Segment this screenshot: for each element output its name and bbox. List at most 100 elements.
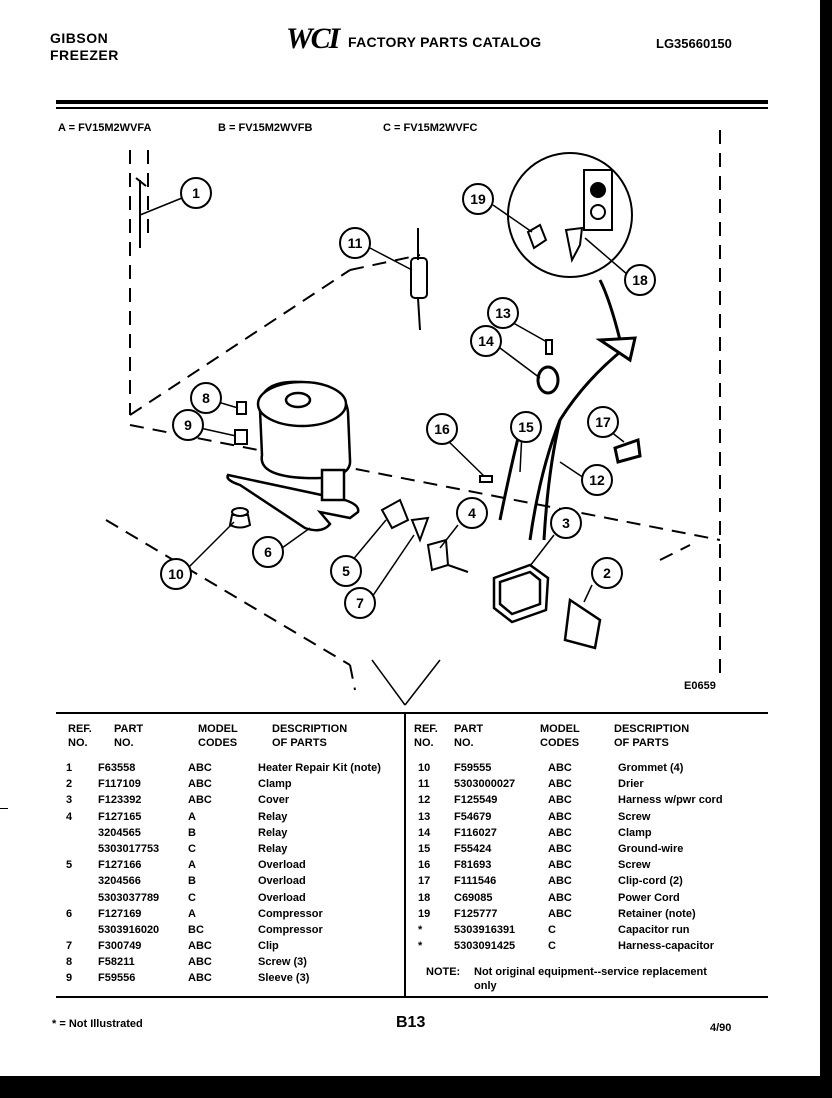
model-c: C = FV15M2WVFC xyxy=(383,122,478,134)
heater-part xyxy=(135,177,147,248)
power-cord-detail xyxy=(507,152,633,278)
callouts: 1 2 3 4 5 6 7 8 9 10 11 12 13 14 15 16 1… xyxy=(160,177,656,619)
callout-label: 2 xyxy=(603,565,611,581)
callout-7: 7 xyxy=(344,587,376,619)
cover-part xyxy=(492,563,550,624)
callout-label: 14 xyxy=(478,333,494,349)
harness-wires xyxy=(498,279,642,541)
callout-16: 16 xyxy=(426,413,458,445)
callout-17: 17 xyxy=(587,406,619,438)
callout-9: 9 xyxy=(172,409,204,441)
drier-part xyxy=(410,228,428,331)
not-illustrated-legend: * = Not Illustrated xyxy=(52,1018,143,1030)
clamp-part xyxy=(563,597,602,650)
callout-label: 8 xyxy=(202,390,210,406)
table-rule-bottom xyxy=(56,996,768,998)
callout-label: 10 xyxy=(168,566,184,582)
note-text-continued: only xyxy=(474,980,497,992)
catalog-code: LG35660150 xyxy=(656,36,732,51)
callout-label: 17 xyxy=(595,414,611,430)
callout-label: 18 xyxy=(632,272,648,288)
callout-5: 5 xyxy=(330,555,362,587)
callout-label: 3 xyxy=(562,515,570,531)
header-rule-thick xyxy=(56,100,768,104)
product-type: FREEZER xyxy=(50,47,119,63)
callout-13: 13 xyxy=(487,297,519,329)
note-text: Not original equipment--service replacem… xyxy=(474,966,707,978)
callout-label: 13 xyxy=(495,305,511,321)
wci-logo: WCI xyxy=(286,22,340,55)
callout-label: 5 xyxy=(342,563,350,579)
catalog-title: FACTORY PARTS CATALOG xyxy=(348,34,542,50)
callout-label: 1 xyxy=(192,185,200,201)
callout-6: 6 xyxy=(252,536,284,568)
callout-18: 18 xyxy=(624,264,656,296)
callout-1: 1 xyxy=(180,177,212,209)
callout-4: 4 xyxy=(456,497,488,529)
compressor-part xyxy=(226,380,360,532)
callout-15: 15 xyxy=(510,411,542,443)
callout-label: 11 xyxy=(348,235,363,251)
table-rule-top xyxy=(56,712,768,714)
relay-overload-parts xyxy=(380,498,469,573)
callout-label: 12 xyxy=(589,472,605,488)
header-ref-left: REF.NO. xyxy=(68,723,92,749)
callout-10: 10 xyxy=(160,558,192,590)
brand-block: GIBSON FREEZER xyxy=(50,30,119,64)
callout-19: 19 xyxy=(462,183,494,215)
callout-label: 19 xyxy=(470,191,486,207)
screw-parts xyxy=(479,339,553,483)
model-a: A = FV15M2WVFA xyxy=(58,122,152,134)
page-number: B13 xyxy=(396,1014,426,1031)
callout-2: 2 xyxy=(591,557,623,589)
header-rule-thin xyxy=(56,107,768,109)
header-ref-right: REF.NO. xyxy=(414,723,438,749)
callout-11: 11 xyxy=(339,227,371,259)
callout-label: 9 xyxy=(184,417,192,433)
revision-date: 4/90 xyxy=(710,1022,732,1034)
screw-sleeve-grommet-parts xyxy=(228,401,252,529)
scan-tick-mark xyxy=(0,808,8,809)
exploded-parts-diagram: 1 2 3 4 5 6 7 8 9 10 11 12 13 14 15 16 1… xyxy=(105,130,721,706)
callout-label: 16 xyxy=(434,421,450,437)
brand-name: GIBSON xyxy=(50,30,109,46)
page-border-bottom xyxy=(0,1076,832,1098)
model-b: B = FV15M2WVFB xyxy=(218,122,313,134)
leader-lines xyxy=(139,197,629,603)
callout-3: 3 xyxy=(550,507,582,539)
drawing-code: E0659 xyxy=(684,680,716,692)
callout-8: 8 xyxy=(190,382,222,414)
table-column-divider xyxy=(404,714,406,996)
